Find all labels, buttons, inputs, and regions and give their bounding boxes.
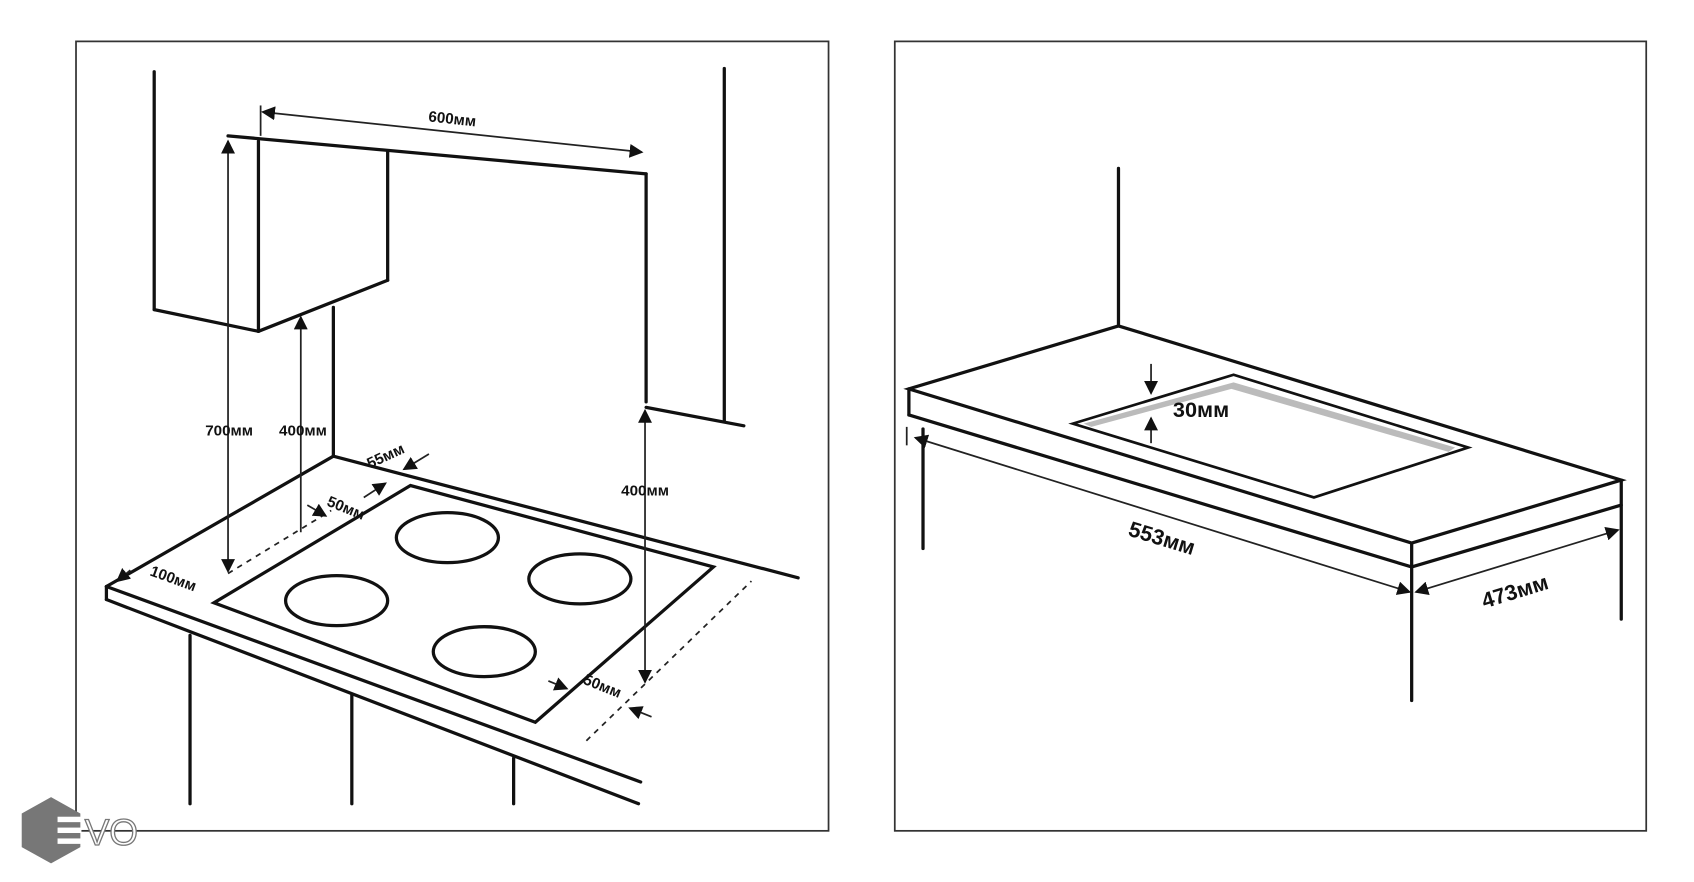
logo-text: VO (85, 812, 138, 853)
burner (527, 552, 633, 606)
cutout (1068, 373, 1473, 499)
dimension-lines (115, 105, 753, 742)
dim-label-50-right: 50мм (581, 671, 624, 702)
dim-label-50-left: 50мм (324, 493, 367, 524)
burner (283, 574, 390, 628)
dim-label-30: 30мм (1173, 397, 1229, 422)
hob (210, 483, 717, 725)
dim-label-55: 55мм (364, 440, 407, 472)
hob-clearance-diagram: 600мм 700мм 400мм 400мм 55мм 50мм 100мм … (75, 40, 830, 832)
dim-label-473: 473мм (1478, 569, 1551, 613)
dim-label-100: 100мм (148, 563, 199, 595)
burner (431, 625, 537, 679)
countertop (104, 454, 800, 806)
burner (394, 511, 501, 565)
dim-label-700: 700мм (205, 423, 253, 440)
dim-label-400-wall: 400мм (621, 482, 669, 499)
evo-logo: VO (21, 797, 139, 864)
worktop (903, 324, 1627, 703)
right-frame (893, 40, 1648, 832)
left-frame (75, 40, 830, 832)
cutout-diagram: 30мм 553мм 473мм (893, 40, 1648, 832)
dim-label-600: 600мм (428, 108, 477, 130)
dimension-lines (905, 363, 1620, 596)
dim-label-400-cabinet: 400мм (279, 423, 327, 440)
